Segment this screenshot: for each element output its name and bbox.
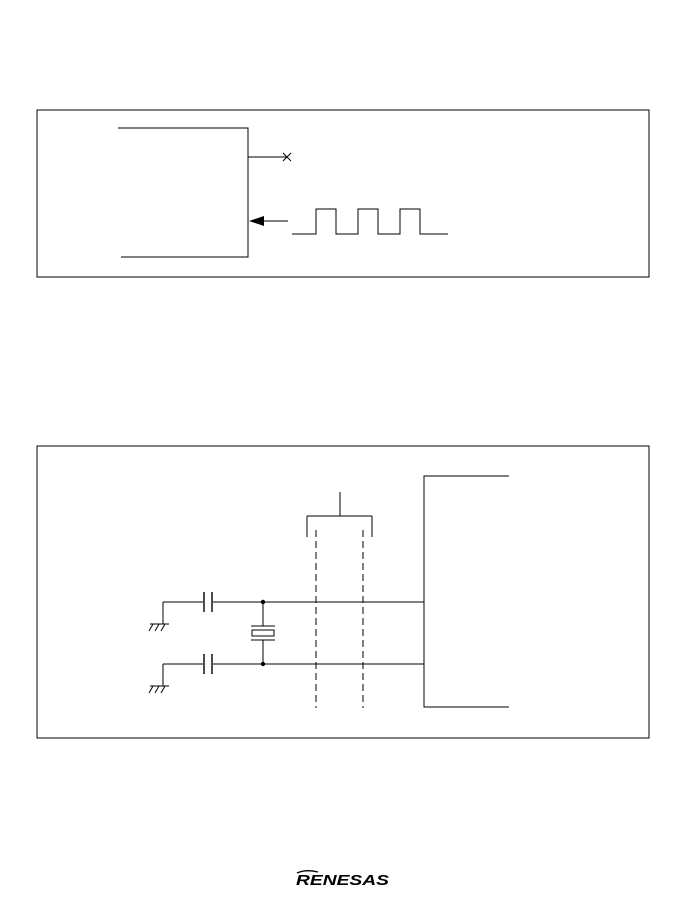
renesas-logo: RENESAS bbox=[296, 870, 389, 889]
square-wave-signal bbox=[292, 208, 448, 235]
lsi-block-outline bbox=[423, 475, 509, 708]
crystal-resonator-icon bbox=[251, 602, 275, 664]
guard-bracket bbox=[306, 492, 373, 537]
input-arrow-icon bbox=[249, 216, 264, 226]
figure-crystal-oscillator bbox=[36, 445, 650, 739]
load-capacitor-icon bbox=[163, 654, 213, 674]
no-connection-icon bbox=[282, 152, 292, 162]
figure-frame bbox=[36, 109, 650, 278]
load-capacitor-icon bbox=[163, 592, 213, 612]
ground-icon bbox=[148, 602, 169, 632]
figure-external-clock bbox=[36, 109, 650, 278]
lsi-block-outline bbox=[118, 127, 249, 258]
ground-icon bbox=[148, 664, 169, 694]
logo-swoosh-icon bbox=[296, 870, 319, 874]
renesas-logo-text: RENESAS bbox=[296, 872, 389, 889]
figure-frame bbox=[36, 445, 650, 739]
